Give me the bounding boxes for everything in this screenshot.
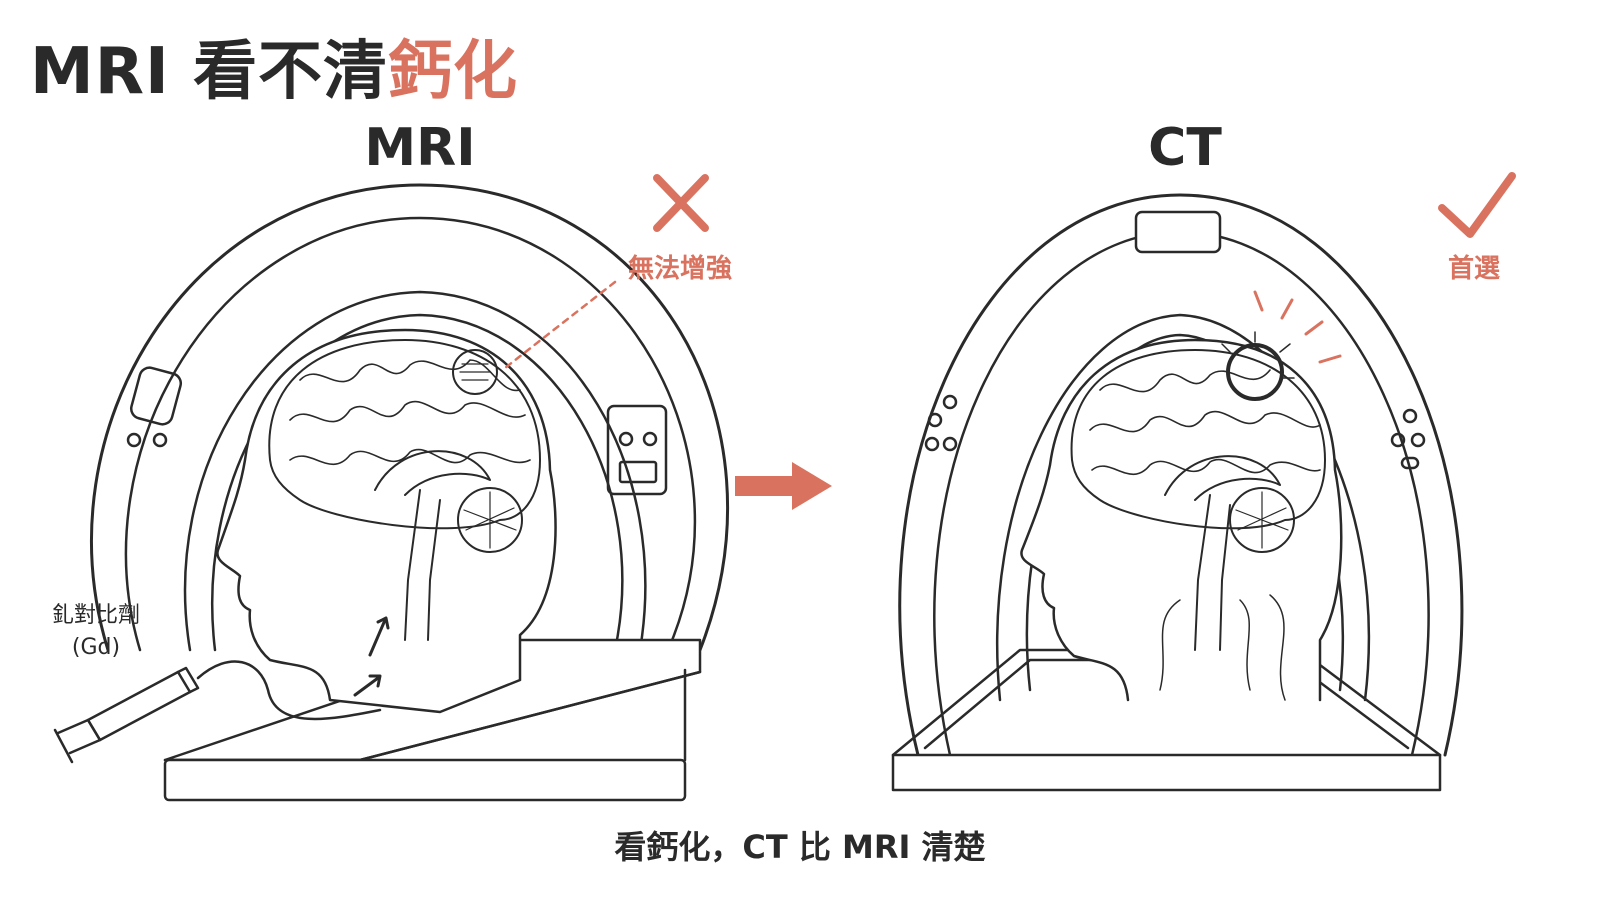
page-title: MRI 看不清鈣化 xyxy=(30,20,518,112)
mri-scanner xyxy=(90,183,730,652)
contrast-agent-symbol: (Gd) xyxy=(71,635,121,660)
title-highlight: 鈣化 xyxy=(388,35,519,109)
mri-head xyxy=(216,328,557,714)
ct-label: CT xyxy=(1148,118,1222,178)
cross-icon xyxy=(653,174,709,232)
ct-head xyxy=(1020,331,1343,702)
mri-label: MRI xyxy=(364,118,476,178)
title-main: MRI 看不清 xyxy=(30,35,389,109)
contrast-agent-label: 釓對比劑 (Gd) xyxy=(52,600,140,664)
arrow-right-icon xyxy=(735,462,832,510)
ct-table xyxy=(891,648,1442,792)
contrast-agent-name: 釓對比劑 xyxy=(52,603,141,628)
highlight-rays xyxy=(1253,290,1342,364)
mri-note: 無法增強 xyxy=(628,254,733,284)
caption: 看鈣化，CT 比 MRI 清楚 xyxy=(614,828,986,866)
flow-arrow-upper xyxy=(368,618,387,657)
syringe xyxy=(53,660,382,764)
ct-note: 首選 xyxy=(1448,254,1501,284)
callout-line xyxy=(503,280,617,370)
check-icon xyxy=(1438,172,1516,238)
flow-arrow-lower xyxy=(353,676,380,697)
